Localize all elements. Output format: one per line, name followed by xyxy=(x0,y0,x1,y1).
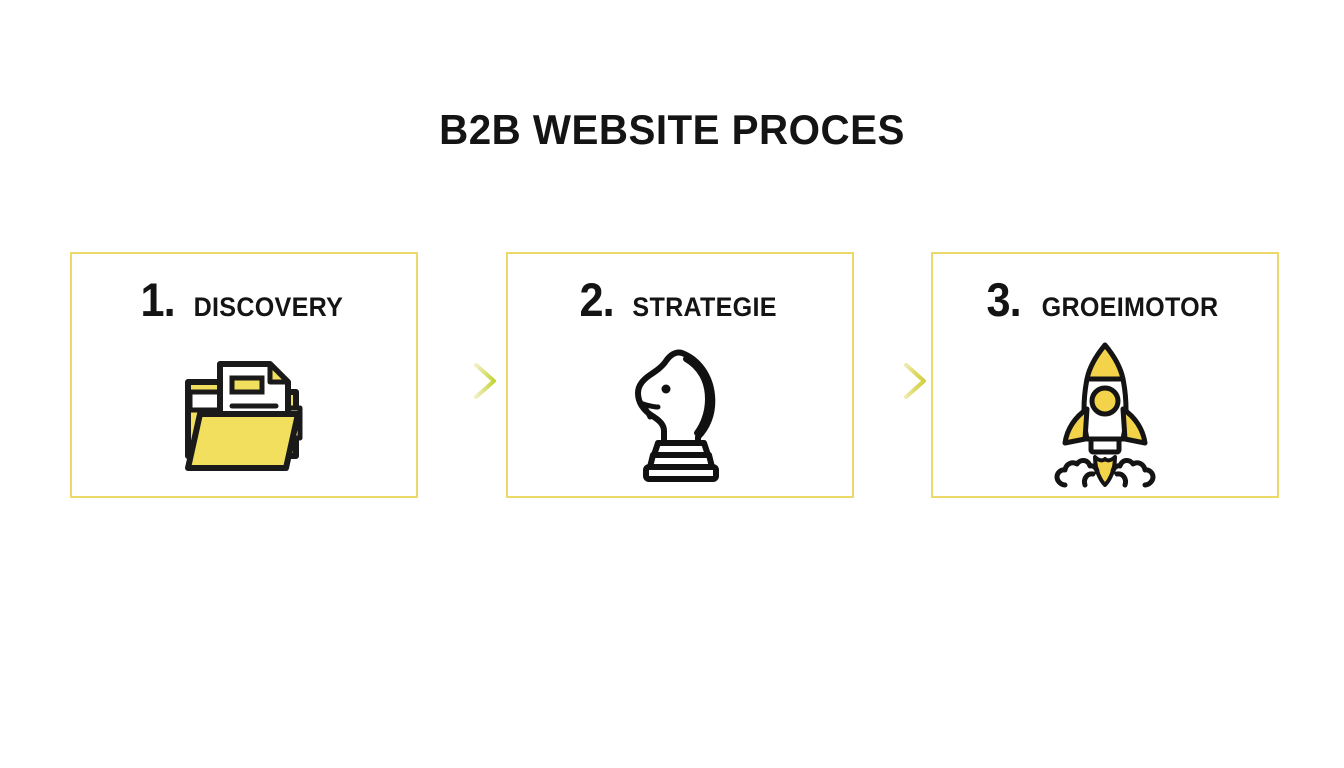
card-3-icon-slot xyxy=(933,342,1277,492)
rocket-launch-icon xyxy=(1035,339,1175,496)
process-step-card-1[interactable]: 1. DISCOVERY xyxy=(70,252,418,498)
page-title: B2B WEBSITE PROCES xyxy=(439,106,905,153)
connector-arrow-1 xyxy=(432,358,504,402)
card-3-number: 3. xyxy=(986,273,1022,326)
card-1-label: DISCOVERY xyxy=(193,292,344,322)
card-3-label: GROEIMOTOR xyxy=(1041,292,1218,322)
card-2-number: 2. xyxy=(579,273,614,326)
chess-knight-icon xyxy=(624,345,736,490)
card-1-number: 1. xyxy=(140,273,176,326)
card-1-icon-slot xyxy=(72,342,416,492)
card-2-label: STRATEGIE xyxy=(632,292,777,322)
arrow-right-icon xyxy=(862,363,934,406)
card-1-heading: 1. DISCOVERY xyxy=(72,276,416,323)
card-2-heading: 2. STRATEGIE xyxy=(508,276,852,323)
process-step-card-2[interactable]: 2. STRATEGIE xyxy=(506,252,854,498)
card-3-heading: 3. GROEIMOTOR xyxy=(933,276,1277,323)
folder-document-icon xyxy=(176,352,312,483)
card-2-icon-slot xyxy=(508,342,852,492)
process-step-card-3[interactable]: 3. GROEIMOTOR xyxy=(931,252,1279,498)
arrow-right-icon xyxy=(432,363,504,406)
connector-arrow-2 xyxy=(862,358,934,402)
